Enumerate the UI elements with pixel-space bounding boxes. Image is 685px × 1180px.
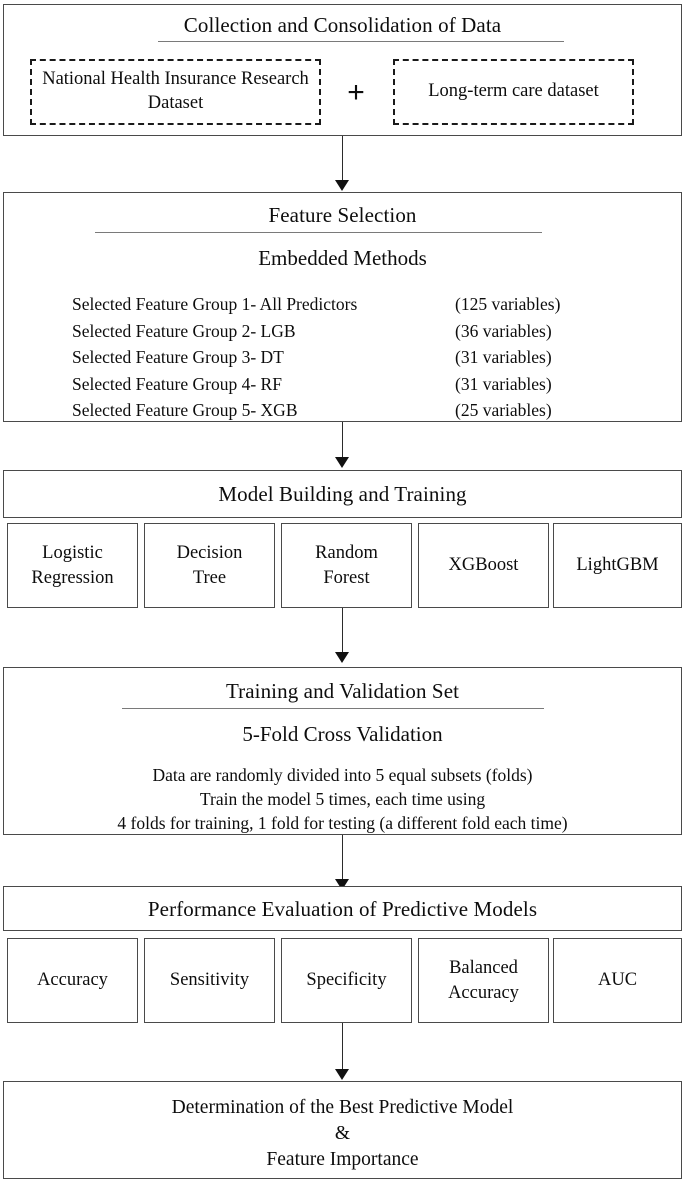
model-label-xgboost: XGBoost bbox=[448, 555, 519, 576]
stage-model-building-box bbox=[3, 470, 682, 518]
feature-group-name: Selected Feature Group 4- RF bbox=[72, 373, 282, 394]
stage-feature-selection-heading: Feature Selection bbox=[268, 203, 417, 227]
feature-group-name: Selected Feature Group 2- LGB bbox=[72, 320, 296, 341]
model-box-decision-tree: Decision Tree bbox=[144, 523, 275, 608]
metric-label-specificity: Specificity bbox=[306, 970, 387, 991]
feature-group-row: Selected Feature Group 3- DT (31 variable… bbox=[72, 344, 560, 371]
model-label-lightgbm: LightGBM bbox=[576, 555, 659, 576]
stage-determination-box bbox=[3, 1081, 682, 1179]
feature-group-row: Selected Feature Group 2- LGB (36 variabl… bbox=[72, 318, 560, 345]
arrowhead-model-to-training bbox=[335, 652, 349, 663]
stage-collection-heading-rule bbox=[158, 41, 564, 42]
stage-feature-selection-subheading: Embedded Methods bbox=[258, 246, 427, 270]
metric-box-balanced-accuracy: Balanced Accuracy bbox=[418, 938, 549, 1023]
determination-line-3: Feature Importance bbox=[266, 1149, 419, 1170]
model-box-random-forest: Random Forest bbox=[281, 523, 412, 608]
connector-model-to-training bbox=[342, 608, 343, 653]
feature-group-row: Selected Feature Group 4- RF (31 variable… bbox=[72, 371, 560, 398]
arrowhead-training-to-evaluation bbox=[335, 879, 349, 890]
connector-training-to-evaluation bbox=[342, 835, 343, 880]
metric-label-balanced-accuracy: Balanced Accuracy bbox=[448, 958, 519, 1003]
feature-group-row: Selected Feature Group 1- All Predictors… bbox=[72, 291, 560, 318]
stage-model-building-heading: Model Building and Training bbox=[218, 482, 467, 506]
metric-box-auc: AUC bbox=[553, 938, 682, 1023]
arrowhead-evaluation-to-determination bbox=[335, 1069, 349, 1080]
feature-group-count: (36 variables) bbox=[455, 320, 552, 341]
cv-description-line-3: 4 folds for training, 1 fold for testing… bbox=[117, 813, 568, 833]
model-box-logistic-regression: Logistic Regression bbox=[7, 523, 138, 608]
source-label-ltc: Long-term care dataset bbox=[428, 81, 599, 102]
source-box-ltc: Long-term care dataset bbox=[393, 59, 634, 125]
feature-group-count: (125 variables) bbox=[455, 294, 561, 314]
stage-performance-evaluation-heading: Performance Evaluation of Predictive Mod… bbox=[147, 897, 538, 921]
cv-description-line-1: Data are randomly divided into 5 equal s… bbox=[152, 765, 533, 785]
connector-feature-to-model bbox=[342, 422, 343, 458]
model-box-xgboost: XGBoost bbox=[418, 523, 549, 608]
arrowhead-collection-to-feature bbox=[335, 180, 349, 191]
stage-feature-selection-heading-rule bbox=[95, 232, 542, 233]
model-label-logistic-regression: Logistic Regression bbox=[31, 543, 114, 588]
feature-group-name: Selected Feature Group 1- All Predictors bbox=[72, 294, 358, 314]
feature-group-list: Selected Feature Group 1- All Predictors… bbox=[72, 291, 560, 424]
cv-description-line-2: Train the model 5 times, each time using bbox=[199, 789, 486, 809]
determination-line-2: & bbox=[334, 1123, 351, 1144]
metric-label-accuracy: Accuracy bbox=[37, 970, 108, 991]
source-label-nhird: National Health Insurance Research Datas… bbox=[42, 69, 309, 113]
stage-training-validation-box bbox=[3, 667, 682, 835]
model-box-lightgbm: LightGBM bbox=[553, 523, 682, 608]
stage-feature-selection-box bbox=[3, 192, 682, 422]
arrowhead-feature-to-model bbox=[335, 457, 349, 468]
metric-label-sensitivity: Sensitivity bbox=[169, 970, 250, 991]
model-label-decision-tree: Decision Tree bbox=[176, 543, 243, 588]
feature-group-name: Selected Feature Group 3- DT bbox=[72, 347, 284, 368]
determination-line-1: Determination of the Best Predictive Mod… bbox=[171, 1097, 514, 1118]
feature-group-row: Selected Feature Group 5- XGB (25 variabl… bbox=[72, 397, 560, 424]
plus-operator-icon: + bbox=[347, 76, 365, 109]
source-box-nhird: National Health Insurance Research Datas… bbox=[30, 59, 321, 125]
stage-collection-heading: Collection and Consolidation of Data bbox=[183, 13, 502, 37]
metric-box-accuracy: Accuracy bbox=[7, 938, 138, 1023]
model-label-random-forest: Random Forest bbox=[315, 543, 378, 588]
metric-label-auc: AUC bbox=[597, 970, 638, 991]
feature-group-count: (31 variables) bbox=[455, 347, 552, 368]
feature-group-count: (31 variables) bbox=[455, 373, 552, 394]
stage-training-validation-subheading: 5-Fold Cross Validation bbox=[242, 722, 443, 746]
stage-performance-evaluation-box bbox=[3, 886, 682, 931]
metric-box-specificity: Specificity bbox=[281, 938, 412, 1023]
stage-training-validation-heading: Training and Validation Set bbox=[225, 679, 460, 703]
metric-box-sensitivity: Sensitivity bbox=[144, 938, 275, 1023]
connector-evaluation-to-determination bbox=[342, 1023, 343, 1070]
feature-group-count: (25 variables) bbox=[455, 400, 552, 421]
stage-training-validation-heading-rule bbox=[122, 708, 544, 709]
connector-collection-to-feature bbox=[342, 136, 343, 181]
feature-group-name: Selected Feature Group 5- XGB bbox=[72, 400, 298, 421]
